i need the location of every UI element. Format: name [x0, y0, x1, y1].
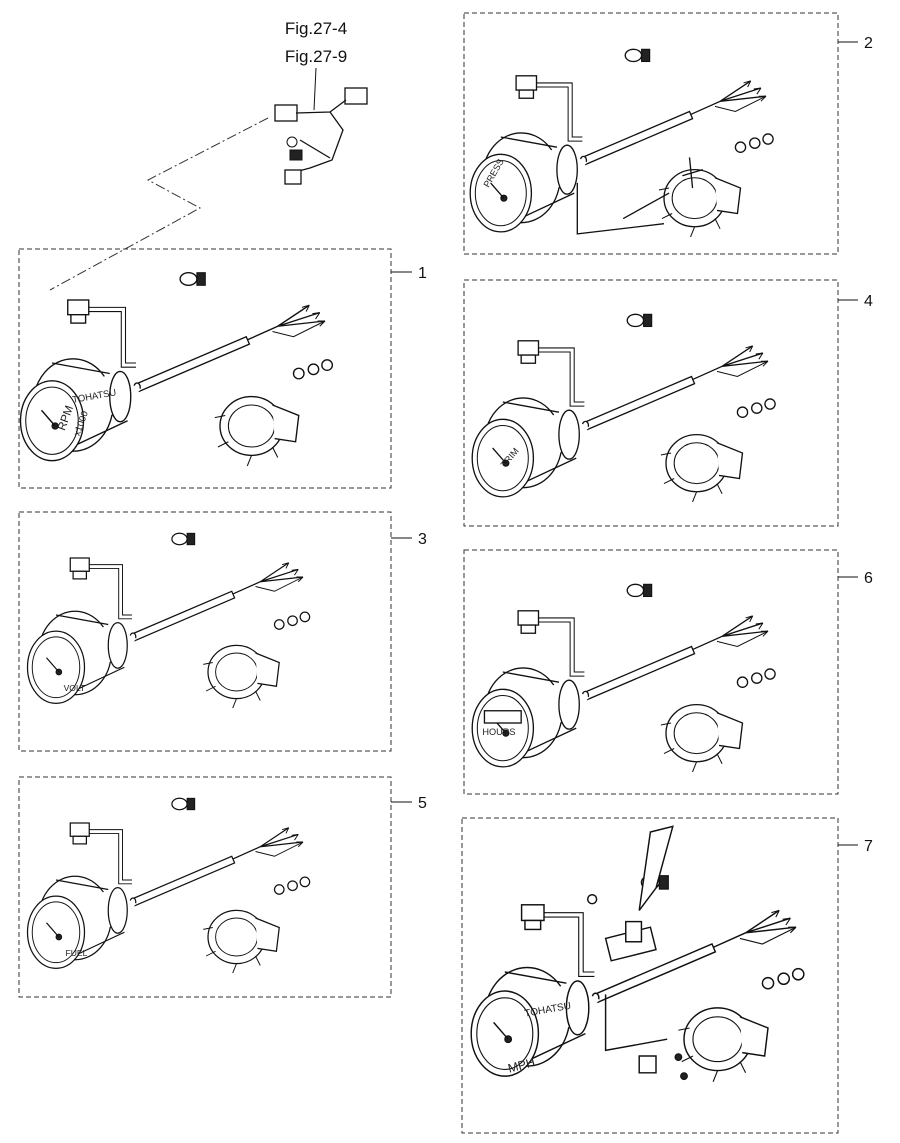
callout-6: 6 — [838, 570, 873, 587]
part-number-5: 5 — [418, 795, 427, 812]
assembly-5-fuel-gauge: FUEL — [26, 797, 311, 974]
figure-ref-2: Fig.27-9 — [285, 47, 347, 66]
harness-connector-a — [274, 104, 298, 122]
part-number-4: 4 — [864, 293, 873, 310]
gauge-7-unit: MPH — [506, 1055, 536, 1076]
assembly-7-speedometer: TOHATSU MPH — [470, 825, 805, 1083]
callout-1: 1 — [391, 265, 427, 282]
callout-3: 3 — [391, 531, 427, 548]
frame-6 — [463, 549, 839, 795]
assembly-4-trim-gauge: TRIM — [471, 313, 776, 503]
frame-7 — [461, 817, 839, 1134]
frame-5 — [18, 776, 392, 998]
frame-1 — [18, 248, 392, 489]
gauge-5-label: FUEL — [66, 948, 88, 958]
part-number-3: 3 — [418, 531, 427, 548]
harness-connector-b — [344, 87, 368, 105]
assembly-1-tachometer: TOHATSU RPM x1000 — [19, 272, 334, 467]
part-number-1: 1 — [418, 265, 427, 282]
part-number-6: 6 — [864, 570, 873, 587]
callout-2: 2 — [838, 35, 873, 52]
callout-5: 5 — [391, 795, 427, 812]
assembly-3-voltmeter: VOLT — [26, 532, 311, 709]
callout-7: 7 — [838, 838, 873, 855]
part-number-7: 7 — [864, 838, 873, 855]
frame-2 — [463, 12, 839, 255]
frame-4 — [463, 279, 839, 527]
gauge-3-label: VOLT — [64, 683, 86, 693]
part-number-2: 2 — [864, 35, 873, 52]
figure-ref-1: Fig.27-4 — [285, 19, 347, 38]
assembly-2-pressure-gauge: PRESS — [469, 48, 774, 238]
frame-3 — [18, 511, 392, 752]
gauge-6-label: HOURS — [482, 727, 515, 737]
callout-4: 4 — [838, 293, 873, 310]
assembly-6-hour-meter: HOURS — [471, 583, 776, 773]
